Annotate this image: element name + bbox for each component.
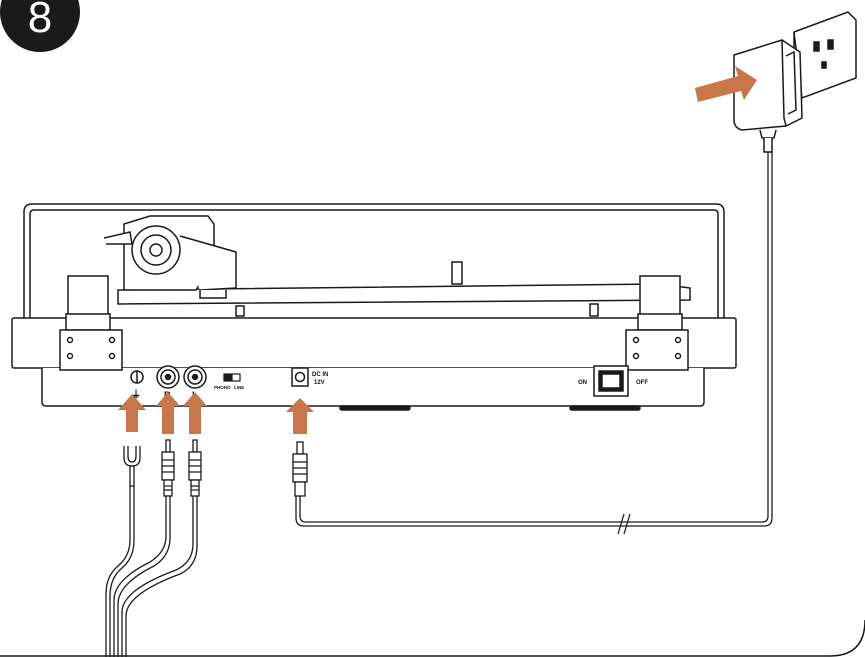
power-switch — [593, 365, 629, 397]
ground-fork-plug — [123, 446, 141, 487]
dc-in-arrow — [286, 398, 314, 434]
phono-line-selector — [223, 373, 241, 382]
dc-plug — [292, 441, 308, 497]
cable-break-mark — [617, 513, 631, 535]
power-cable — [299, 152, 769, 523]
turntable — [11, 203, 737, 411]
socket-earth-slot — [821, 61, 827, 69]
rca-plug-right — [161, 439, 175, 497]
selector-phono-label: PHONO — [214, 385, 231, 390]
rca-right-arrow — [156, 392, 180, 434]
step-badge: 8 — [0, 0, 80, 52]
right-hinge — [625, 275, 689, 371]
plug-in-arrow — [695, 66, 757, 102]
signal-cables — [105, 486, 198, 657]
dc-in-voltage-label: 12V — [314, 380, 325, 386]
left-hinge — [59, 275, 123, 371]
socket-pin-slot — [827, 39, 834, 50]
rca-plug-left — [188, 439, 202, 497]
step-badge-circle — [0, 0, 80, 52]
rca-left-arrow — [183, 392, 207, 434]
power-cable-outline — [295, 152, 773, 527]
frame-border — [0, 619, 865, 657]
ground-symbol-label: ⏚ — [131, 389, 141, 401]
rca-jack-right — [156, 365, 180, 389]
step-number: 8 — [28, 0, 52, 42]
wall-socket — [793, 11, 857, 100]
rca-jack-left — [183, 365, 207, 389]
dc-in-jack — [291, 367, 309, 387]
switch-off-label: OFF — [636, 380, 648, 386]
ground-arrow — [118, 394, 146, 432]
connection-arrows — [118, 392, 314, 434]
selector-line-label: LINE — [234, 385, 244, 390]
dc-in-label: DC IN — [312, 372, 328, 378]
ground-terminal — [130, 370, 144, 384]
switch-on-label: ON — [578, 380, 587, 386]
socket-pin-slot — [813, 41, 820, 52]
